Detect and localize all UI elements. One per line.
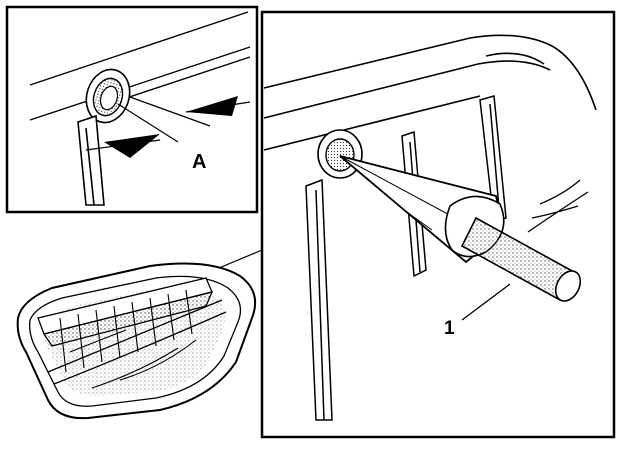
detail-baffle-fins: [77, 114, 105, 206]
wall-grommet-hole: [317, 129, 363, 179]
grommet-hole: [85, 68, 131, 124]
pan-inner-rim: [29, 275, 242, 407]
main-detail-panel: 1: [260, 10, 616, 439]
tool-callout-leader: [461, 283, 511, 321]
detail-inset-panel: A: [5, 5, 259, 214]
pan-wall: [263, 34, 597, 151]
dimension-arrows: [85, 96, 251, 158]
callout-label-a: A: [192, 151, 206, 173]
baffle-plate: [37, 277, 227, 385]
overview-pan: [16, 249, 263, 420]
pan-contours: [69, 329, 197, 389]
callout-label-1: 1: [444, 318, 455, 339]
motion-lines: [527, 179, 589, 233]
drift-punch-tool: [339, 155, 582, 302]
tool-shaft-end: [554, 270, 582, 302]
